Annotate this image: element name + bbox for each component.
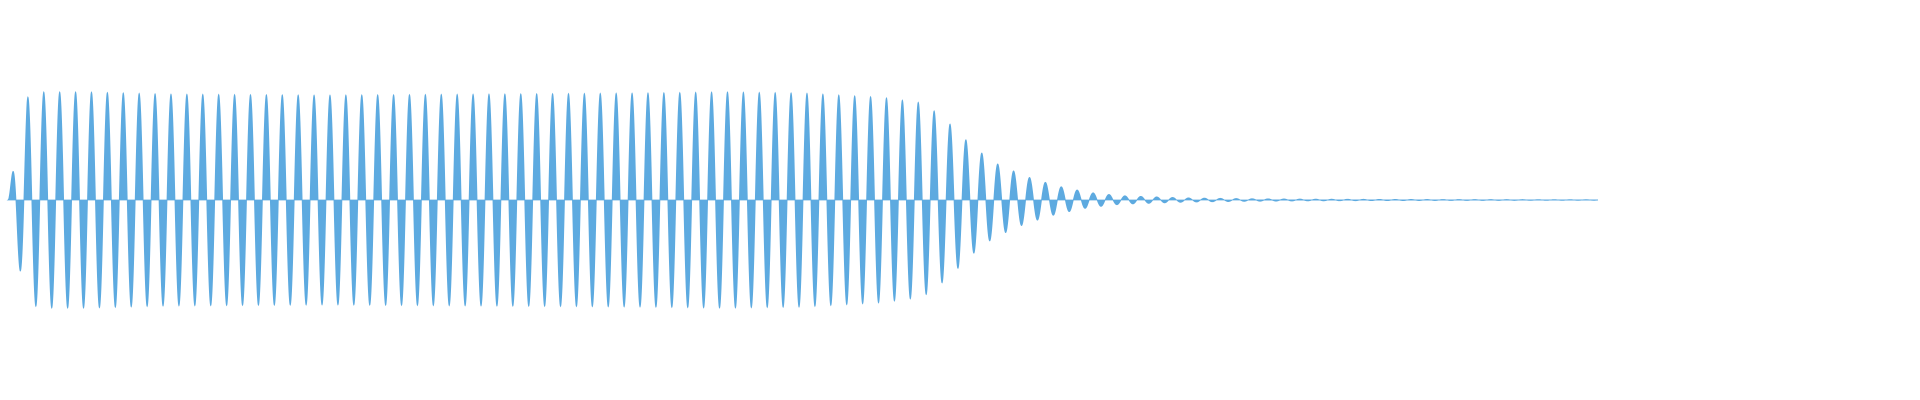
waveform-plot-area [6,91,1599,309]
waveform-series-0 [6,91,1599,309]
